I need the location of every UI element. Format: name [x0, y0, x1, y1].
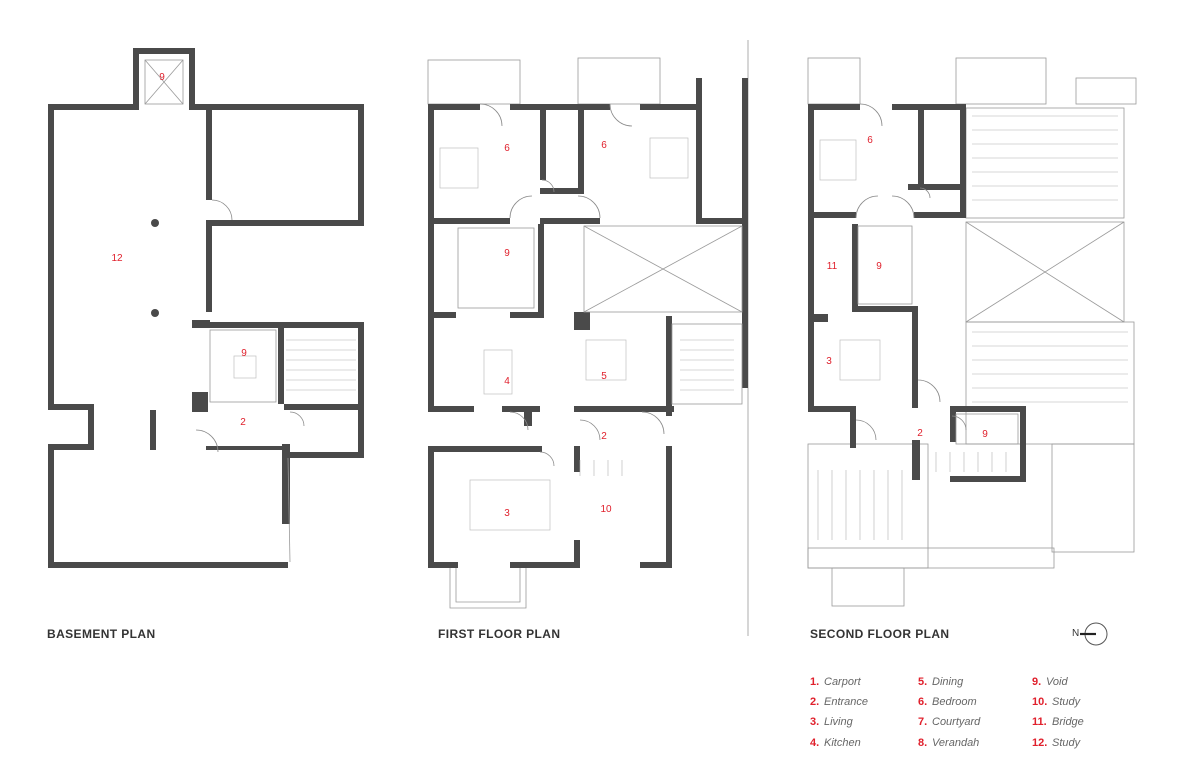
room-label-first-void: 9 [504, 248, 510, 259]
legend-item: 11.Bridge [1032, 716, 1084, 728]
room-label-basement-void-top: 9 [159, 72, 165, 83]
legend-item: 1.Carport [810, 676, 861, 688]
north-label: N [1072, 628, 1080, 639]
legend: 1.Carport 2.Entrance 3.Living 4.Kitchen … [810, 676, 1110, 756]
room-label-basement-entrance: 2 [240, 417, 246, 428]
legend-item: 3.Living [810, 716, 853, 728]
legend-item: 12.Study [1032, 737, 1081, 749]
room-labels: 9 12 9 2 6 6 9 4 5 2 3 10 6 11 9 3 2 9 [111, 72, 988, 519]
room-label-second-living: 3 [826, 356, 832, 367]
room-label-first-living: 3 [504, 508, 510, 519]
legend-item: 2.Entrance [810, 696, 869, 708]
room-label-second-bridge: 11 [827, 261, 838, 272]
compass-icon [1080, 622, 1108, 646]
room-label-first-dining: 5 [601, 371, 607, 382]
room-label-second-void-b: 9 [982, 429, 988, 440]
legend-item: 6.Bedroom [918, 696, 977, 708]
first-floor-plan-title: FIRST FLOOR PLAN [438, 627, 561, 641]
room-label-second-bedroom: 6 [867, 135, 873, 146]
legend-item: 5.Dining [918, 676, 964, 688]
legend-item: 7.Courtyard [918, 716, 981, 728]
legend-item: 10.Study [1032, 696, 1081, 708]
legend-item: 8.Verandah [918, 737, 980, 749]
room-label-second-void: 9 [876, 261, 882, 272]
north-arrow: N [1072, 622, 1112, 648]
room-label-first-study: 10 [600, 504, 612, 515]
basement-plan-title: BASEMENT PLAN [47, 627, 156, 641]
room-label-first-bedroom-b: 6 [601, 140, 607, 151]
second-floor-plan-title: SECOND FLOOR PLAN [810, 627, 950, 641]
basement-plan [48, 48, 364, 568]
legend-item: 4.Kitchen [810, 737, 861, 749]
first-floor-plan [427, 40, 749, 636]
room-label-first-bedroom-a: 6 [504, 143, 510, 154]
legend-item: 9.Void [1032, 676, 1068, 688]
second-floor-plan [807, 57, 1137, 607]
room-label-basement-void: 9 [241, 348, 247, 359]
room-label-basement-study: 12 [111, 253, 123, 264]
room-label-first-kitchen: 4 [504, 376, 510, 387]
room-label-first-entrance: 2 [601, 431, 607, 442]
room-label-second-entrance: 2 [917, 428, 923, 439]
